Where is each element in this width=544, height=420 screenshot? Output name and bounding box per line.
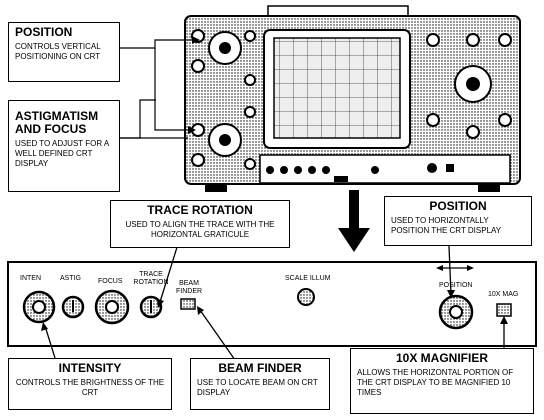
big-arrow-down (338, 190, 370, 252)
callout-position-horizontal-title: POSITION (391, 200, 525, 213)
label-scale-illum: SCALE ILLUM (285, 275, 331, 283)
callout-position-vertical: POSITION CONTROLS VERTICAL POSITIONING O… (8, 22, 120, 82)
callout-intensity: INTENSITY CONTROLS THE BRIGHTNESS OF THE… (8, 358, 172, 410)
label-trace-rotation-1: TRACE (129, 271, 173, 279)
label-trace-rotation: TRACE ROTATION (129, 271, 173, 287)
callout-astig-focus: ASTIGMATISM AND FOCUS USED TO ADJUST FOR… (8, 100, 120, 192)
callout-position-horizontal-desc: USED TO HORIZONTALLY POSITION THE CRT DI… (391, 216, 525, 236)
label-trace-rotation-2: ROTATION (129, 279, 173, 287)
callout-trace-rotation-title: TRACE ROTATION (117, 204, 283, 217)
label-10x-mag: 10X MAG (488, 291, 518, 299)
oscilloscope (185, 6, 520, 192)
label-beam-finder-2: FINDER (176, 288, 202, 296)
callout-magnifier: 10X MAGNIFIER ALLOWS THE HORIZONTAL PORT… (350, 348, 534, 414)
label-beam-finder: BEAM FINDER (176, 280, 202, 296)
label-focus: FOCUS (98, 278, 123, 286)
callout-astig-focus-title-2: AND FOCUS (15, 123, 113, 136)
callout-beam-finder: BEAM FINDER USE TO LOCATE BEAM ON CRT DI… (190, 358, 330, 410)
label-beam-finder-1: BEAM (176, 280, 202, 288)
callout-beam-finder-desc: USE TO LOCATE BEAM ON CRT DISPLAY (197, 378, 323, 398)
callout-intensity-title: INTENSITY (15, 362, 165, 375)
front-panel (8, 262, 536, 346)
callout-trace-rotation-desc: USED TO ALIGN THE TRACE WITH THE HORIZON… (117, 220, 283, 240)
callout-position-vertical-desc: CONTROLS VERTICAL POSITIONING ON CRT (15, 42, 113, 62)
callout-astig-focus-desc: USED TO ADJUST FOR A WELL DEFINED CRT DI… (15, 139, 113, 169)
callout-intensity-desc: CONTROLS THE BRIGHTNESS OF THE CRT (15, 378, 165, 398)
callout-magnifier-title: 10X MAGNIFIER (357, 352, 527, 365)
callout-position-horizontal: POSITION USED TO HORIZONTALLY POSITION T… (384, 196, 532, 246)
callout-beam-finder-title: BEAM FINDER (197, 362, 323, 375)
label-astig: ASTIG (60, 275, 81, 283)
label-position: POSITION (439, 282, 472, 290)
callout-position-vertical-title: POSITION (15, 26, 113, 39)
callout-magnifier-desc: ALLOWS THE HORIZONTAL PORTION OF THE CRT… (357, 368, 527, 398)
label-inten: INTEN (20, 275, 41, 283)
callout-trace-rotation: TRACE ROTATION USED TO ALIGN THE TRACE W… (110, 200, 290, 248)
